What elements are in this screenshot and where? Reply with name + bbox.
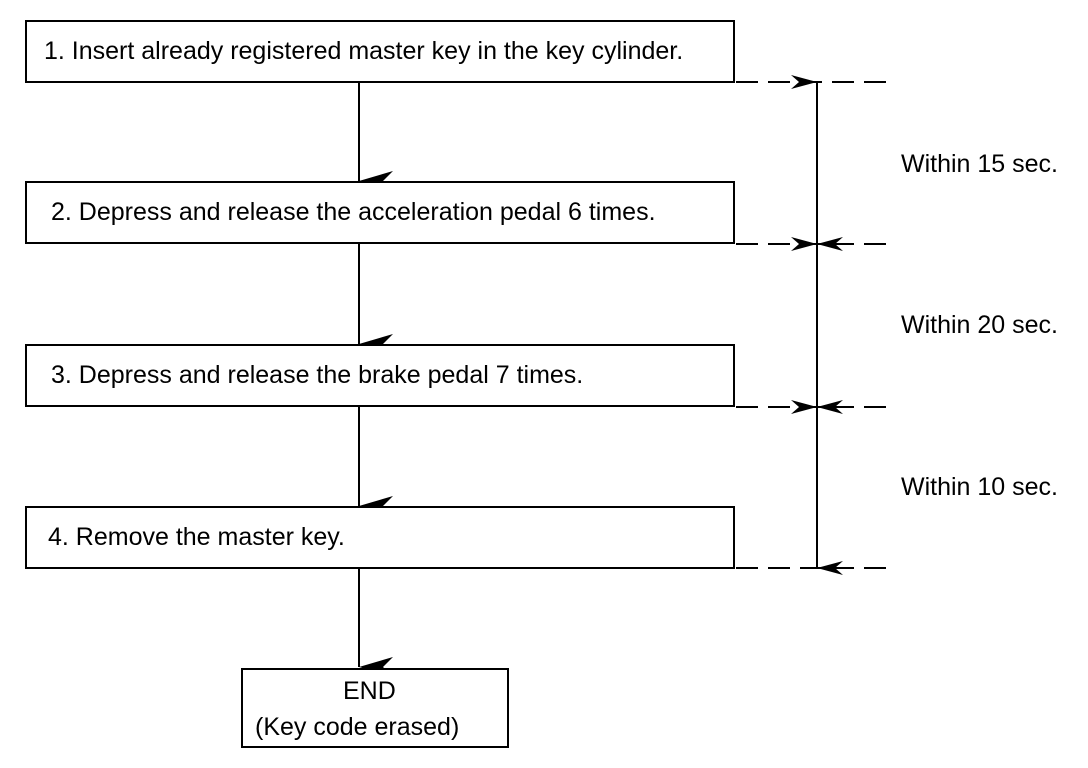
step-3-box: 3. Depress and release the brake pedal 7… bbox=[25, 344, 735, 407]
timing-label-15-sec: Within 15 sec. bbox=[901, 150, 1059, 178]
timing-label-20-sec: Within 20 sec. bbox=[901, 311, 1059, 339]
step-4-label: 4. Remove the master key. bbox=[48, 523, 345, 551]
step-1-box: 1. Insert already registered master key … bbox=[25, 20, 735, 83]
timing-label-10-sec: Within 10 sec. bbox=[901, 473, 1059, 501]
step-4-box: 4. Remove the master key. bbox=[25, 506, 735, 569]
step-2-label: 2. Depress and release the acceleration … bbox=[51, 198, 656, 226]
step-1-label: 1. Insert already registered master key … bbox=[44, 37, 684, 65]
step-3-label: 3. Depress and release the brake pedal 7… bbox=[51, 361, 584, 389]
step-2-box: 2. Depress and release the acceleration … bbox=[25, 181, 735, 244]
end-subtitle: (Key code erased) bbox=[255, 713, 460, 741]
end-box: END (Key code erased) bbox=[241, 668, 509, 748]
end-title: END bbox=[343, 677, 396, 705]
